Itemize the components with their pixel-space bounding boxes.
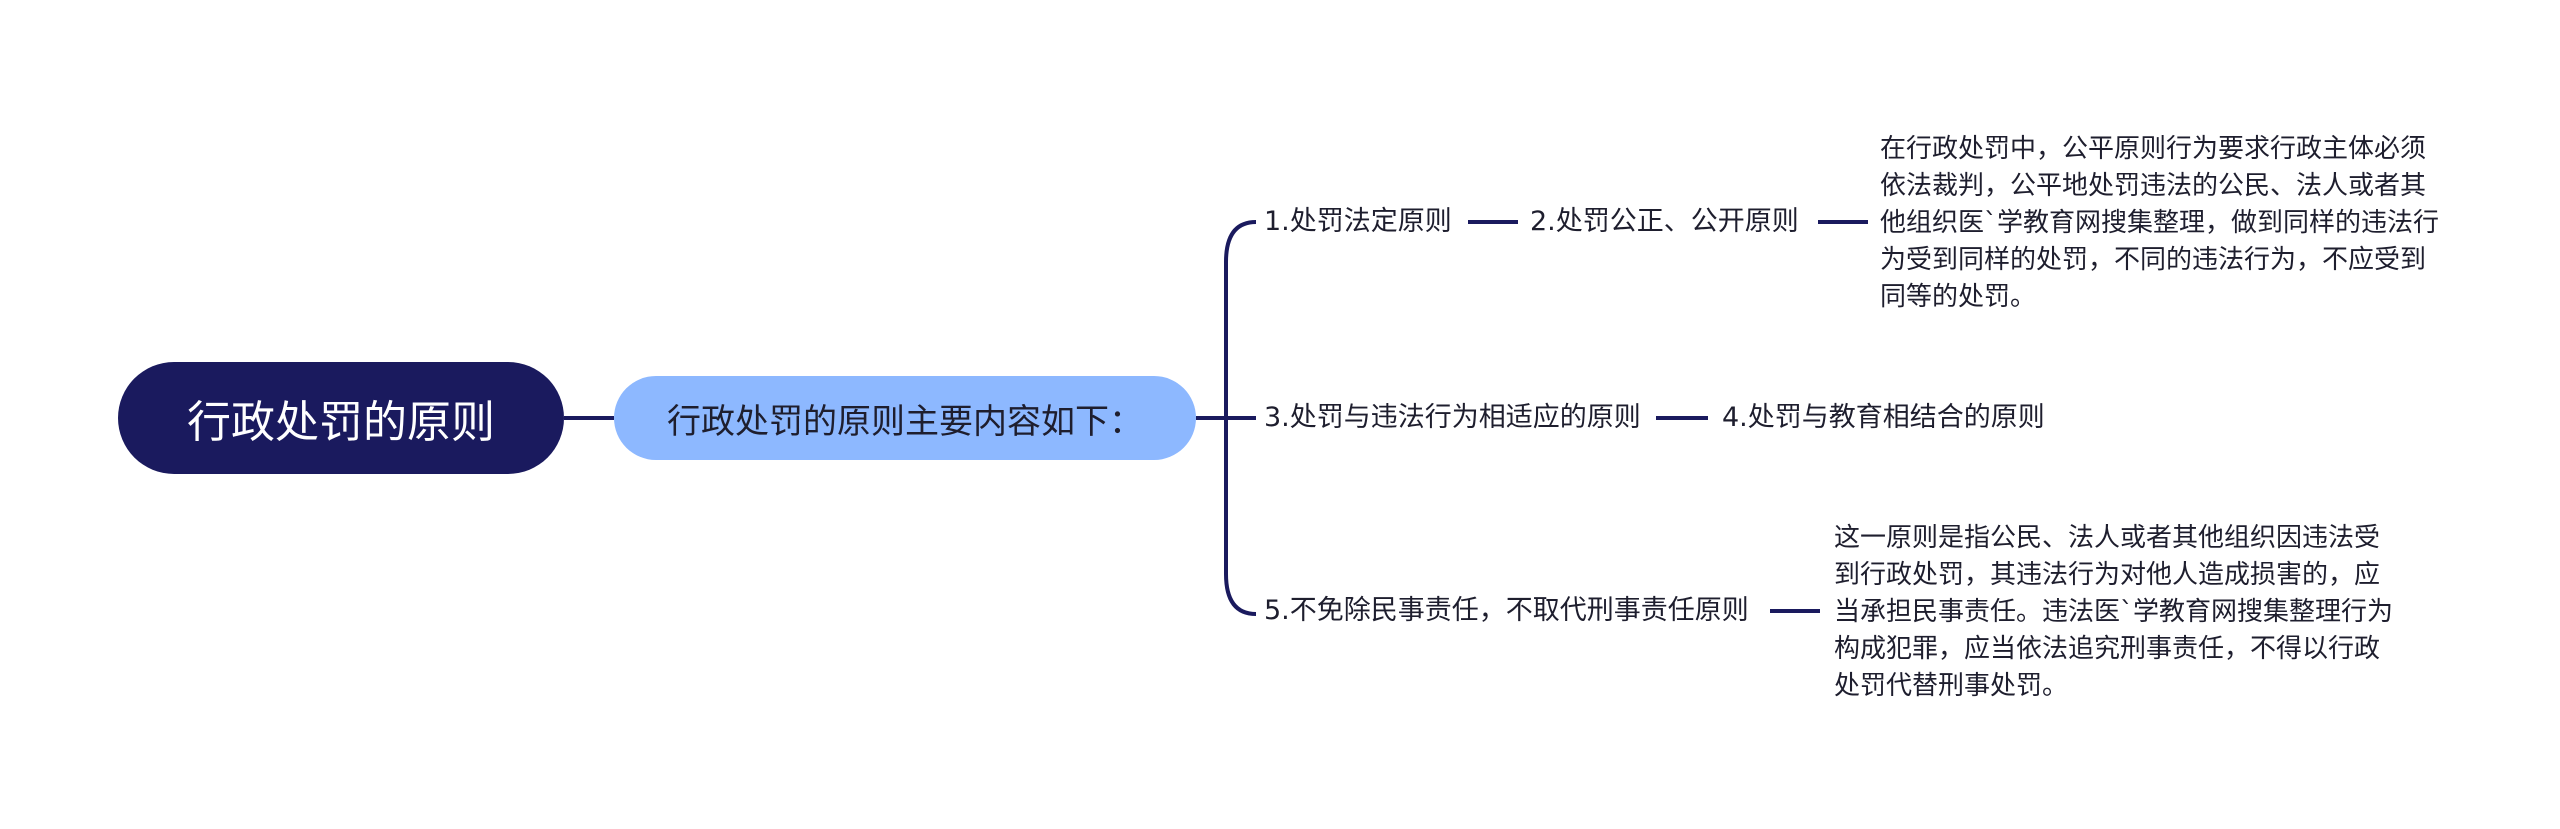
note-liability[interactable]: 这一原则是指公民、法人或者其他组织因违法受到行政处罚，其违法行为对他人造成损害的… [1834,520,2394,705]
root-node[interactable]: 行政处罚的原则 [118,362,564,474]
branch-label: 5.不免除民事责任，不取代刑事责任原则 [1264,595,1749,626]
branch-proportionality-principle[interactable]: 3.处罚与违法行为相适应的原则 [1264,400,1641,436]
note-fairness[interactable]: 在行政处罚中，公平原则行为要求行政主体必须依法裁判，公平地处罚违法的公民、法人或… [1880,131,2450,316]
branch-liability-principle[interactable]: 5.不免除民事责任，不取代刑事责任原则 [1264,593,1749,629]
summary-label: 行政处罚的原则主要内容如下： [667,401,1143,442]
summary-node[interactable]: 行政处罚的原则主要内容如下： [614,376,1196,460]
branch-fair-open-principle[interactable]: 2.处罚公正、公开原则 [1530,204,1799,240]
branch-label: 3.处罚与违法行为相适应的原则 [1264,402,1641,433]
branch-child-label: 4.处罚与教育相结合的原则 [1722,402,2045,433]
note-text: 在行政处罚中，公平原则行为要求行政主体必须依法裁判，公平地处罚违法的公民、法人或… [1880,134,2440,312]
branch-education-principle[interactable]: 4.处罚与教育相结合的原则 [1722,400,2045,436]
branch-child-label: 2.处罚公正、公开原则 [1530,206,1799,237]
branch-label: 1.处罚法定原则 [1264,206,1452,237]
note-text: 这一原则是指公民、法人或者其他组织因违法受到行政处罚，其违法行为对他人造成损害的… [1834,523,2394,701]
root-label: 行政处罚的原则 [187,397,495,448]
branch-legal-principle[interactable]: 1.处罚法定原则 [1264,204,1452,240]
